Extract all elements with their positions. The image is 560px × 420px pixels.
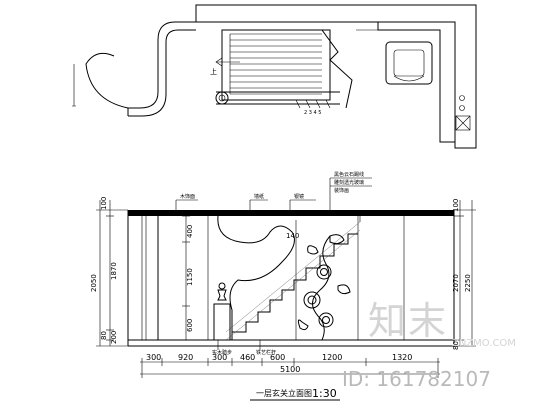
note-7: 实木踏步 — [212, 349, 232, 356]
dim-left-top: 100 — [100, 197, 108, 210]
note-5: 雕刻透光玻璃 — [334, 179, 364, 186]
vine-swirl-b — [303, 291, 321, 309]
elevation-mirror-curve — [217, 215, 295, 340]
dim-left-sub: 1870 — [110, 262, 118, 280]
vine-swirl-c — [318, 312, 334, 328]
dim-right-bottom: 80 — [452, 341, 460, 350]
watermark-id: ID: 161782107 — [342, 367, 491, 391]
dim-label-140: 140 — [286, 232, 299, 240]
dim-right-top: 100 — [452, 199, 460, 212]
plan-handrail — [216, 91, 340, 105]
plan-fixture-b — [459, 105, 465, 111]
floor-plan: 2 3 4 5 上 — [72, 4, 477, 149]
dim-bottom-7: 1320 — [392, 353, 412, 362]
dim-bottom-1: 300 — [146, 353, 161, 362]
plan-door-swing — [85, 52, 129, 109]
plan-cross-box — [455, 115, 471, 131]
plan-up-label: 上 — [210, 67, 217, 76]
plan-stair-treads — [229, 33, 322, 95]
dim-left-total: 2050 — [90, 274, 98, 292]
note-4: 黑色云石踢线 — [334, 171, 364, 178]
dim-left-small: 80 — [100, 331, 108, 340]
plan-newel-post — [215, 91, 229, 105]
dim-bottom-6: 1200 — [322, 353, 342, 362]
note-8: 铁艺栏杆 — [256, 349, 276, 356]
dim-right-total: 2250 — [464, 274, 472, 292]
watermark-brand: 知末 — [368, 299, 448, 343]
plan-wall-curve — [128, 21, 196, 109]
dim-bottom-2: 920 — [178, 353, 193, 362]
svg-text:2 3 4 5: 2 3 4 5 — [304, 110, 322, 116]
vine-leaf-c — [337, 284, 351, 295]
bottom-dimensions — [140, 358, 440, 378]
dim-bottom-total: 5100 — [280, 365, 300, 374]
plan-stair-outline — [221, 29, 331, 101]
elevation-stair-slope — [225, 229, 361, 341]
annotation-leaders — [175, 177, 372, 350]
right-dimensions — [454, 200, 476, 347]
drawing-title: 一层玄关立面图 — [256, 388, 312, 398]
note-3: 银镜 — [294, 193, 304, 200]
plan-wall-curve-inner — [128, 29, 196, 117]
plan-break-line — [321, 29, 353, 109]
note-1: 木饰面 — [180, 193, 195, 200]
dim-panel-a: 400 — [186, 225, 194, 238]
drawing-scale: 1:30 — [312, 387, 337, 400]
vine-leaf-d — [297, 319, 309, 331]
dim-bottom-3: 300 — [212, 353, 227, 362]
sculpture-pedestal — [213, 303, 231, 341]
dim-bottom-5: 600 — [270, 353, 285, 362]
plan-fixture-a — [459, 95, 465, 101]
plan-alcove — [377, 22, 455, 143]
plan-wall-top-right — [195, 4, 477, 149]
plan-armchair — [385, 41, 433, 85]
dim-panel-c: 600 — [186, 319, 194, 332]
note-2: 墙纸 — [254, 193, 264, 200]
elevation-ceiling-slab — [128, 210, 454, 216]
dim-bottom-4: 460 — [240, 353, 255, 362]
plan-landing-marks — [295, 99, 331, 109]
elevation-vine-panel — [297, 234, 351, 341]
elevation-sculpture — [213, 282, 231, 341]
note-6: 装饰画 — [334, 187, 349, 194]
left-dimensions — [96, 200, 190, 347]
vine-leaf-b — [307, 245, 319, 255]
dim-left-bottom: 200 — [110, 331, 118, 344]
elevation-stair-profile — [231, 233, 358, 340]
watermark-domain: ZNZMO.COM — [452, 338, 516, 349]
dim-panel-b: 1150 — [186, 268, 194, 286]
plan-door-leaf — [72, 64, 76, 107]
vine-leaf-a — [329, 234, 345, 245]
dim-right-mid: 2070 — [452, 274, 460, 292]
vine-swirl-a — [316, 264, 332, 280]
vine-stem — [312, 235, 331, 341]
watermark: 知末 ZNZMO.COM ID: 161782107 — [342, 299, 516, 391]
